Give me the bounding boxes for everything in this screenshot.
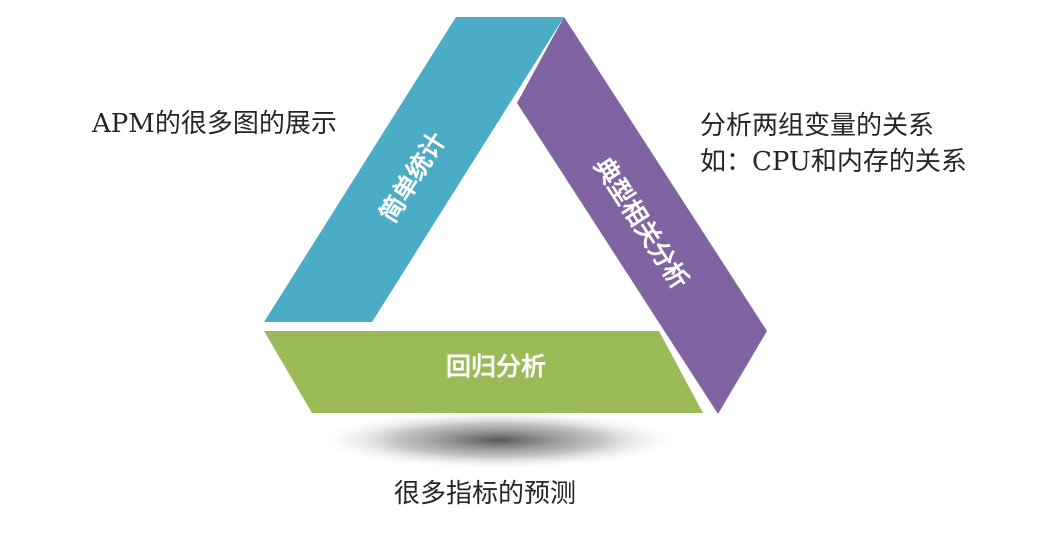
description-right-line-2: 如：CPU和内存的关系 [700,147,967,177]
band-left-shape [264,17,564,322]
description-left-line: APM的很多图的展示 [92,109,337,139]
band-right-shape [517,17,767,414]
description-right-line-1: 分析两组变量的关系 [700,111,935,141]
description-bottom: 很多指标的预测 [394,476,576,512]
description-left: APM的很多图的展示 [92,106,337,142]
band-bottom-shape [264,331,703,413]
description-bottom-line: 很多指标的预测 [394,479,577,509]
band-bottom-label: 回归分析 [446,352,546,381]
drop-shadow [313,410,683,470]
description-right: 分析两组变量的关系 如：CPU和内存的关系 [700,108,967,180]
